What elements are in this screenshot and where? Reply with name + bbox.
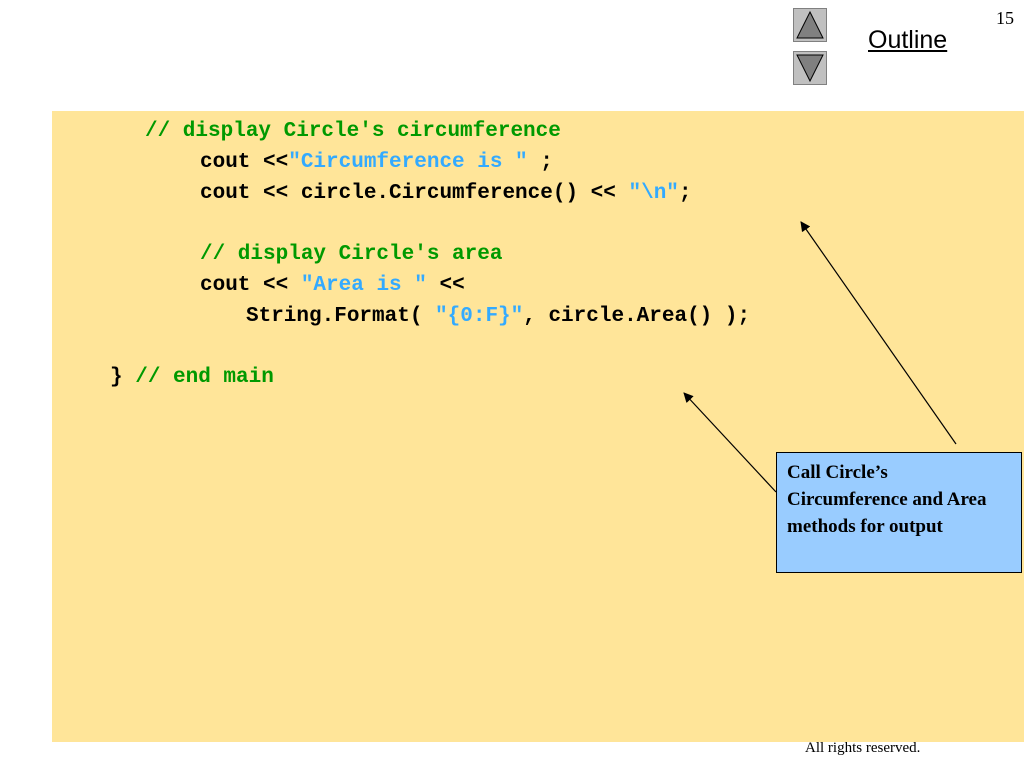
code-token-string: "\n" [628, 182, 679, 205]
code-line-1: // display Circle's circumference [145, 120, 561, 144]
code-token-plain: cout << circle.Circumference() << [200, 182, 629, 205]
code-line-4: // display Circle's area [200, 243, 502, 267]
triangle-down-icon [796, 54, 824, 83]
slide-number: 15 [996, 8, 1014, 28]
callout-box: Call Circle’s Circumference and Area met… [776, 452, 1022, 573]
code-token-plain: << [426, 274, 465, 297]
code-line-3: cout << circle.Circumference() << "\n"; [200, 182, 692, 206]
code-token-plain: , circle.Area() ); [523, 305, 751, 328]
outline-link[interactable]: Outline [868, 26, 948, 54]
code-token-comment: // end main [135, 366, 274, 389]
code-line-6: String.Format( "{0:F}", circle.Area() ); [246, 305, 750, 329]
footer-copyright: All rights reserved. [805, 740, 921, 756]
code-line-2: cout <<"Circumference is " ; [200, 151, 553, 175]
code-token-plain: cout << [200, 274, 301, 297]
code-token-string: "Area is " [300, 274, 427, 297]
code-token-plain: String.Format( [246, 305, 436, 328]
code-token-plain: ; [527, 151, 553, 174]
next-slide-button[interactable] [793, 51, 827, 85]
code-token-comment: // display Circle's area [200, 243, 503, 266]
previous-slide-button[interactable] [793, 8, 827, 42]
code-line-5: cout << "Area is " << [200, 274, 465, 298]
code-token-plain: ; [678, 182, 692, 205]
triangle-up-icon [796, 10, 824, 39]
code-line-7: } // end main [110, 366, 274, 390]
code-token-string: "Circumference is " [288, 151, 528, 174]
code-token-string: "{0:F}" [435, 305, 524, 328]
code-token-plain: cout << [200, 151, 289, 174]
code-token-plain: } [110, 366, 136, 389]
code-token-comment: // display Circle's circumference [145, 120, 561, 143]
